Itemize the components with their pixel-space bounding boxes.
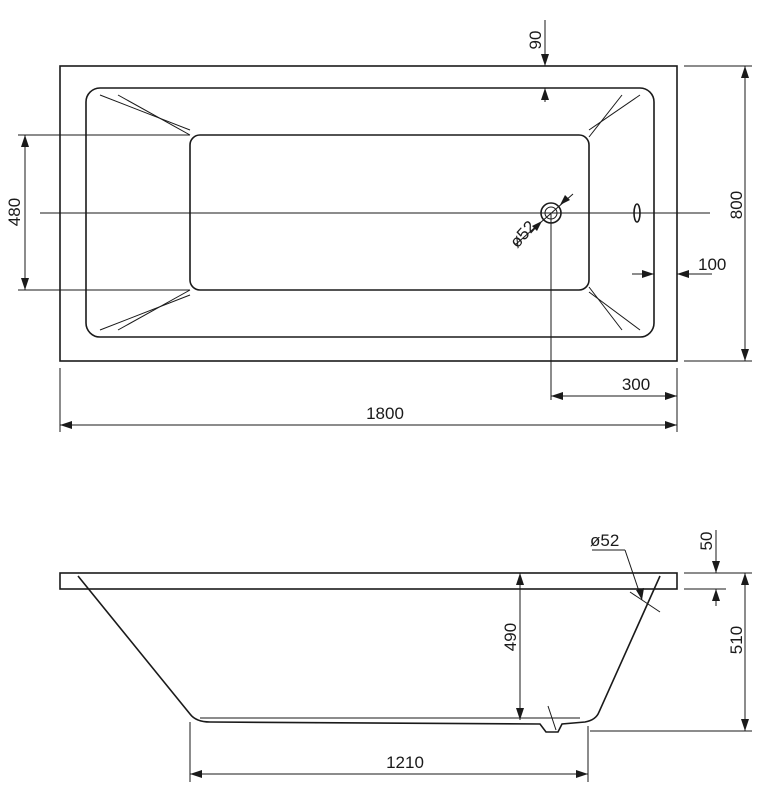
dim-drain-diameter-top-label: ø52 xyxy=(506,217,540,251)
drain-side-mark xyxy=(547,705,557,731)
dim-480-left: 480 xyxy=(5,134,190,291)
dim-490-label: 490 xyxy=(501,623,520,651)
dim-50: 50 xyxy=(684,530,726,606)
dim-100: 100 xyxy=(632,255,726,278)
dim-1800: 1800 xyxy=(59,368,678,432)
dim-800-label: 800 xyxy=(727,191,746,219)
dim-drain-diameter-side-label: ø52 xyxy=(590,531,619,550)
side-tub-body xyxy=(77,575,661,733)
dim-510: 510 xyxy=(590,572,752,732)
dim-300-label: 300 xyxy=(622,375,650,394)
dim-drain-diameter-side: ø52 xyxy=(590,531,644,601)
dim-800-right: 800 xyxy=(684,65,752,362)
overflow-symbol xyxy=(633,203,641,223)
dim-480-label: 480 xyxy=(5,198,24,226)
top-view: 90 480 800 ø52 xyxy=(5,20,752,432)
dim-1800-label: 1800 xyxy=(366,404,404,423)
side-rim xyxy=(59,572,678,590)
dim-510-label: 510 xyxy=(727,626,746,654)
corner-bevels xyxy=(99,94,641,331)
overflow-side-mark xyxy=(629,591,661,613)
dim-100-label: 100 xyxy=(698,255,726,274)
side-view: ø52 490 50 510 xyxy=(59,530,752,782)
dim-90-top: 90 xyxy=(526,20,549,102)
dim-90-label: 90 xyxy=(526,31,545,50)
drain-symbol xyxy=(540,202,562,224)
dim-300: 300 xyxy=(551,368,678,402)
dim-drain-diameter-top: ø52 xyxy=(506,193,574,252)
dim-50-label: 50 xyxy=(697,532,716,551)
dim-490: 490 xyxy=(501,573,524,720)
dim-1210: 1210 xyxy=(189,722,589,782)
dim-1210-label: 1210 xyxy=(386,753,424,772)
